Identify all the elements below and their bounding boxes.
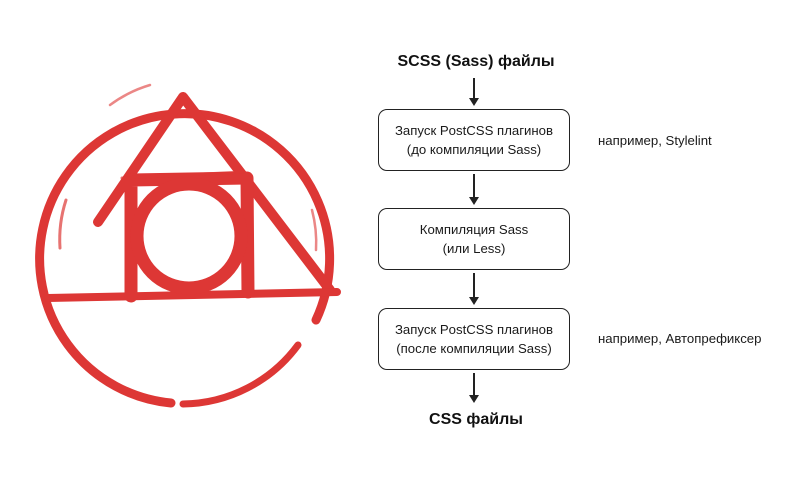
step-box-postcss-after: Запуск PostCSS плагинов (после компиляци… <box>378 308 570 370</box>
arrow-down-icon <box>468 373 480 403</box>
input-label: SCSS (Sass) файлы <box>397 53 555 70</box>
step-box-sass-compile: Компиляция Sass (или Less) <box>378 208 570 270</box>
step-line-2: (после компиляции Sass) <box>396 341 552 356</box>
step-line-1: Компиляция Sass <box>419 222 529 237</box>
step-line-2: (до компиляции Sass) <box>406 142 542 157</box>
step-note: например, Stylelint <box>598 133 712 148</box>
step-line-2: (или Less) <box>442 241 506 256</box>
arrow-down-icon <box>468 273 480 305</box>
step-line-1: Запуск PostCSS плагинов <box>394 322 554 337</box>
arrow-down-icon <box>468 174 480 205</box>
step-line-1: Запуск PostCSS плагинов <box>394 123 554 138</box>
step-note: например, Автопрефиксер <box>598 331 762 346</box>
output-label: CSS файлы <box>429 411 523 428</box>
arrow-down-icon <box>468 78 480 106</box>
step-box-postcss-before: Запуск PostCSS плагинов (до компиляции S… <box>378 109 570 171</box>
